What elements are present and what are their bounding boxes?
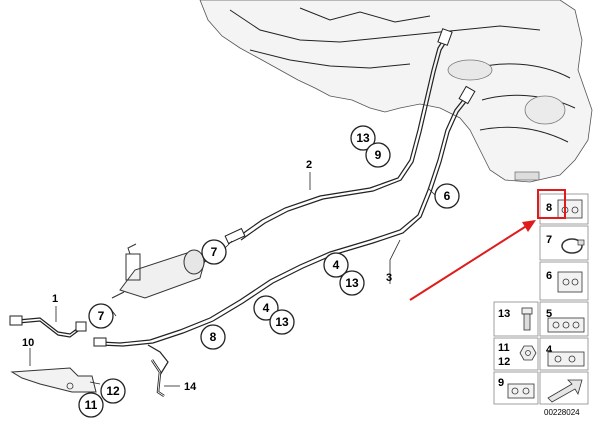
svg-text:6: 6 [444,189,451,203]
svg-text:4: 4 [333,258,340,272]
callout-7-lower: 7 [88,303,114,329]
svg-text:12: 12 [106,384,120,398]
legend-arrow-box [539,371,589,405]
doc-number: 00228024 [544,408,580,417]
label-14: 14 [184,381,197,393]
svg-text:11: 11 [498,342,510,354]
label-10: 10 [22,337,34,349]
svg-text:5: 5 [546,308,552,320]
label-3: 3 [386,272,392,284]
callout-13-left: 13 [269,309,295,335]
clip-5-icon [547,317,585,333]
svg-text:8: 8 [210,330,217,344]
svg-text:13: 13 [356,131,370,145]
callout-9: 9 [365,142,391,168]
bracket-14 [150,359,165,398]
callout-4-left: 4 [253,295,279,321]
bolt-13-icon [521,307,533,331]
callout-12: 12 [100,378,126,404]
label-2: 2 [306,159,312,171]
svg-text:12: 12 [498,356,510,368]
direction-arrow-icon [547,379,583,403]
svg-text:11: 11 [85,398,98,412]
svg-text:7: 7 [98,309,105,323]
callout-6: 6 [434,183,460,209]
fuel-line-2 [224,28,453,245]
callout-11: 11 [78,392,104,418]
svg-text:7: 7 [546,234,552,246]
label-1: 1 [52,293,58,305]
highlight-arrow [409,220,536,301]
legend-item-7: 7 [539,225,589,261]
nut-washer-icon [519,345,537,361]
fuel-tank-illustration [199,0,593,183]
heat-shield-10 [10,367,97,393]
hose-clamp-icon [561,238,585,254]
svg-text:7: 7 [211,245,218,259]
legend-item-6: 6 [539,261,589,301]
callout-7-upper: 7 [201,239,227,265]
svg-text:13: 13 [275,315,289,329]
svg-text:8: 8 [546,202,552,214]
legend-item-4: 4 [539,337,589,371]
callout-13-upper: 13 [350,125,376,151]
clip-4-icon [547,351,585,367]
legend-item-5: 5 [539,301,589,337]
fuel-filter-illustration [111,243,213,299]
svg-text:9: 9 [375,148,382,162]
legend-item-11-12: 11 12 [493,337,539,371]
callout-13-right: 13 [339,270,365,296]
legend-panel: 8 7 6 [493,189,589,417]
callout-8: 8 [200,324,226,350]
legend-item-9: 9 [493,371,539,405]
svg-text:4: 4 [546,344,553,356]
clip-8-icon [557,199,583,219]
callout-4-right: 4 [323,252,349,278]
clip-9-icon [507,383,535,399]
svg-text:9: 9 [498,377,504,389]
clip-6-icon [557,271,583,293]
leader-lines [29,172,437,387]
svg-text:13: 13 [345,276,359,290]
svg-text:13: 13 [498,308,510,320]
legend-item-13: 13 [493,301,539,337]
legend-item-8: 8 [537,189,589,225]
svg-text:6: 6 [546,270,552,282]
svg-text:4: 4 [263,301,270,315]
fuel-line-1 [9,315,87,338]
